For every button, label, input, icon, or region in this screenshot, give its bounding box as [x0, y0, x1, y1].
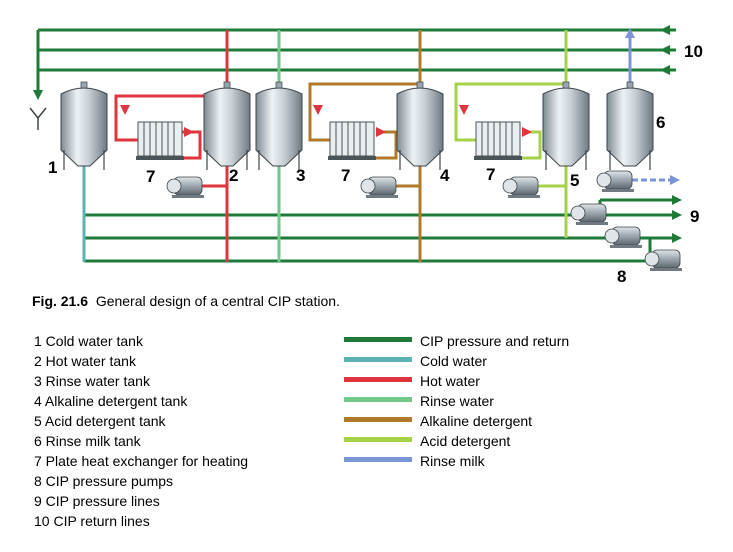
legend-label: Cold water	[420, 353, 487, 369]
acid-detergent-tank	[542, 81, 590, 171]
legend-label: Alkaline detergent	[420, 413, 533, 429]
rinse-milk-arrow	[625, 28, 635, 38]
figure-number: Fig. 21.6	[32, 293, 89, 309]
rinse-milk-tank	[606, 81, 654, 171]
legend-swatch	[344, 437, 412, 442]
list-item: 3 Rinse water tank	[34, 373, 150, 389]
label-9: 9	[690, 207, 699, 226]
label-6: 6	[656, 113, 665, 132]
list-item: 7 Plate heat exchanger for heating	[34, 453, 249, 469]
cip-pressure-pump-2	[604, 226, 643, 249]
label-3: 3	[296, 166, 305, 185]
heat-exchanger-hot-water	[135, 121, 185, 161]
legend-item: Alkaline detergent	[344, 411, 569, 431]
label-7c: 7	[486, 165, 495, 184]
label-10: 10	[684, 42, 703, 61]
legend-item: Hot water	[344, 371, 569, 391]
rinse-milk-outlet-arrow	[670, 175, 680, 185]
legend-label: Rinse milk	[420, 453, 485, 469]
cip-return-lines	[36, 28, 676, 96]
label-7a: 7	[146, 167, 155, 186]
list-item: 9 CIP pressure lines	[34, 493, 160, 509]
legend-swatch	[344, 337, 412, 342]
legend-item: Rinse water	[344, 391, 569, 411]
loop-pump-alkaline	[360, 176, 399, 199]
list-item: 1 Cold water tank	[34, 333, 143, 349]
list-item: 10 CIP return lines	[34, 513, 150, 529]
rinse-water-tank	[255, 81, 303, 171]
heat-exchanger-alkaline	[327, 121, 377, 161]
cold-water-tank	[60, 81, 108, 171]
label-8: 8	[617, 267, 626, 286]
drain-symbol	[29, 107, 47, 130]
legend-label: Rinse water	[420, 393, 494, 409]
figure-title: General design of a central CIP station.	[95, 293, 340, 309]
legend-swatch	[344, 457, 412, 462]
alkaline-detergent-tank	[396, 81, 444, 171]
list-item: 2 Hot water tank	[34, 353, 136, 369]
legend-label: Acid detergent	[420, 433, 511, 449]
legend-label: Hot water	[420, 373, 480, 389]
hot-water-tank	[203, 81, 251, 171]
legend-swatch	[344, 397, 412, 402]
pressure-arrow-heads	[672, 195, 682, 243]
legend-swatch	[344, 377, 412, 382]
legend-swatch	[344, 417, 412, 422]
line-legend: CIP pressure and return Cold water Hot w…	[344, 331, 569, 471]
loop-pump-hot-water	[166, 176, 205, 199]
steam-arrows	[120, 105, 532, 137]
legend-swatch	[344, 357, 412, 362]
return-arrow-heads	[33, 25, 670, 100]
legend-item: Rinse milk	[344, 451, 569, 471]
legend-item: Acid detergent	[344, 431, 569, 451]
component-list: 1 Cold water tank 2 Hot water tank 3 Rin…	[34, 331, 248, 531]
list-item: 8 CIP pressure pumps	[34, 473, 174, 489]
label-2: 2	[229, 166, 238, 185]
cip-station-diagram: 1 7 2 3 7 4 7 5 6 10 9 8	[29, 25, 703, 286]
list-item: 5 Acid detergent tank	[34, 413, 166, 429]
legend-item: Cold water	[344, 351, 569, 371]
legend-label: CIP pressure and return	[420, 333, 570, 349]
cip-pressure-pump-1	[570, 203, 609, 226]
heat-exchanger-acid	[473, 121, 523, 161]
list-item: 6 Rinse milk tank	[34, 433, 141, 449]
legend-item: CIP pressure and return	[344, 331, 569, 351]
label-7b: 7	[341, 166, 350, 185]
rinse-milk-pump	[596, 170, 635, 193]
list-item: 4 Alkaline detergent tank	[34, 393, 188, 409]
loop-pump-acid	[502, 176, 541, 199]
figure-caption: Fig. 21.6 General design of a central CI…	[32, 293, 340, 309]
cip-pressure-pump-3	[644, 249, 683, 272]
label-1: 1	[48, 158, 57, 177]
label-5: 5	[570, 171, 579, 190]
label-4: 4	[440, 166, 450, 185]
